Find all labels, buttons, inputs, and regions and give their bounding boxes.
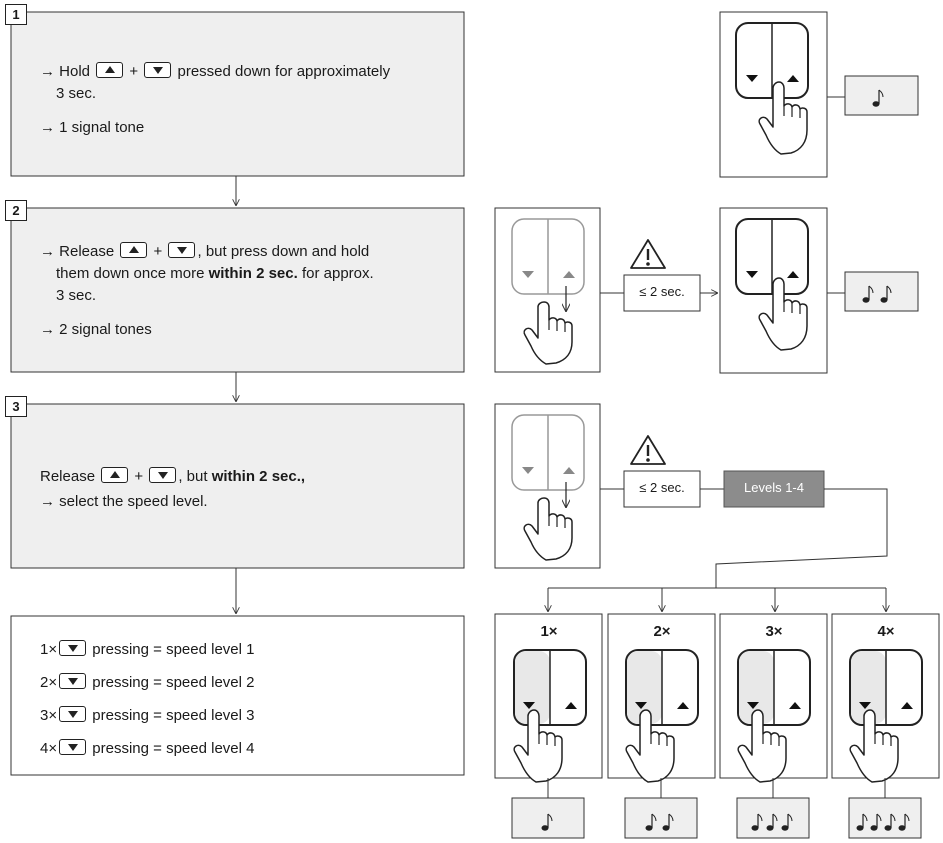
step-2-line-1: → Release + , but press down and hold: [40, 242, 370, 260]
step-number-3: 3: [5, 396, 27, 417]
step-3-illustration: [494, 403, 887, 612]
level-list-item-3: 3× pressing = speed level 3: [40, 706, 255, 724]
step-2-box: [10, 207, 465, 373]
step-1-illustration: [719, 11, 919, 178]
level-panel-title-2: 2×: [653, 623, 671, 640]
level-panel-3: [719, 613, 828, 839]
down-key-icon: [144, 62, 172, 78]
tone-icon-level-1: [541, 813, 553, 831]
warning-icon-2: [630, 435, 666, 465]
down-key-icon: [168, 242, 196, 258]
down-key-icon: [59, 673, 87, 689]
step-2-illustration: [494, 207, 919, 374]
tone-icon-1: [872, 89, 884, 107]
level-panel-title-3: 3×: [765, 623, 783, 640]
level-panel-4: [831, 613, 940, 839]
step-1-line-3: → 1 signal tone: [40, 119, 145, 136]
step-number-2: 2: [5, 200, 27, 221]
tone-icon-2: [862, 285, 892, 303]
tone-icon-level-2: [645, 813, 674, 831]
up-key-icon: [101, 467, 129, 483]
level-panel-1: [494, 613, 603, 839]
step-2-line-4: → 2 signal tones: [40, 321, 152, 338]
step-3-line-2: → select the speed level.: [40, 493, 208, 510]
levels-range-label: Levels 1-4: [744, 480, 804, 495]
warning-icon: [630, 239, 666, 269]
down-key-icon: [59, 640, 87, 656]
step-2-line-3: 3 sec.: [56, 287, 97, 304]
down-key-icon: [59, 706, 87, 722]
up-key-icon: [96, 62, 124, 78]
level-panels: [494, 613, 940, 839]
tone-icon-level-3: [751, 813, 793, 831]
step-2-line-2: them down once more within 2 sec. for ap…: [56, 265, 374, 282]
levels-list-box: [10, 615, 465, 776]
tone-icon-level-4: [856, 813, 910, 831]
up-key-icon: [120, 242, 148, 258]
level-tones: [541, 813, 910, 831]
down-key-icon: [59, 739, 87, 755]
level-list-item-2: 2× pressing = speed level 2: [40, 673, 255, 691]
level-list-item-4: 4× pressing = speed level 4: [40, 739, 255, 757]
level-panel-2: [607, 613, 716, 839]
level-panel-title-1: 1×: [540, 623, 558, 640]
down-key-icon: [149, 467, 177, 483]
level-list-item-1: 1× pressing = speed level 1: [40, 640, 255, 658]
level-panel-title-4: 4×: [877, 623, 895, 640]
step-1-line-2: 3 sec.: [56, 85, 97, 102]
step-1-box: [10, 11, 465, 177]
step-3-box: [10, 403, 465, 569]
step-3-line-1: Release + , but within 2 sec.,: [40, 467, 306, 485]
step-number-1: 1: [5, 4, 27, 25]
timing-label-step-3: ≤ 2 sec.: [639, 480, 685, 495]
step-1-line-1: → Hold + pressed down for approximately: [40, 62, 391, 80]
timing-label-step-2: ≤ 2 sec.: [639, 284, 685, 299]
